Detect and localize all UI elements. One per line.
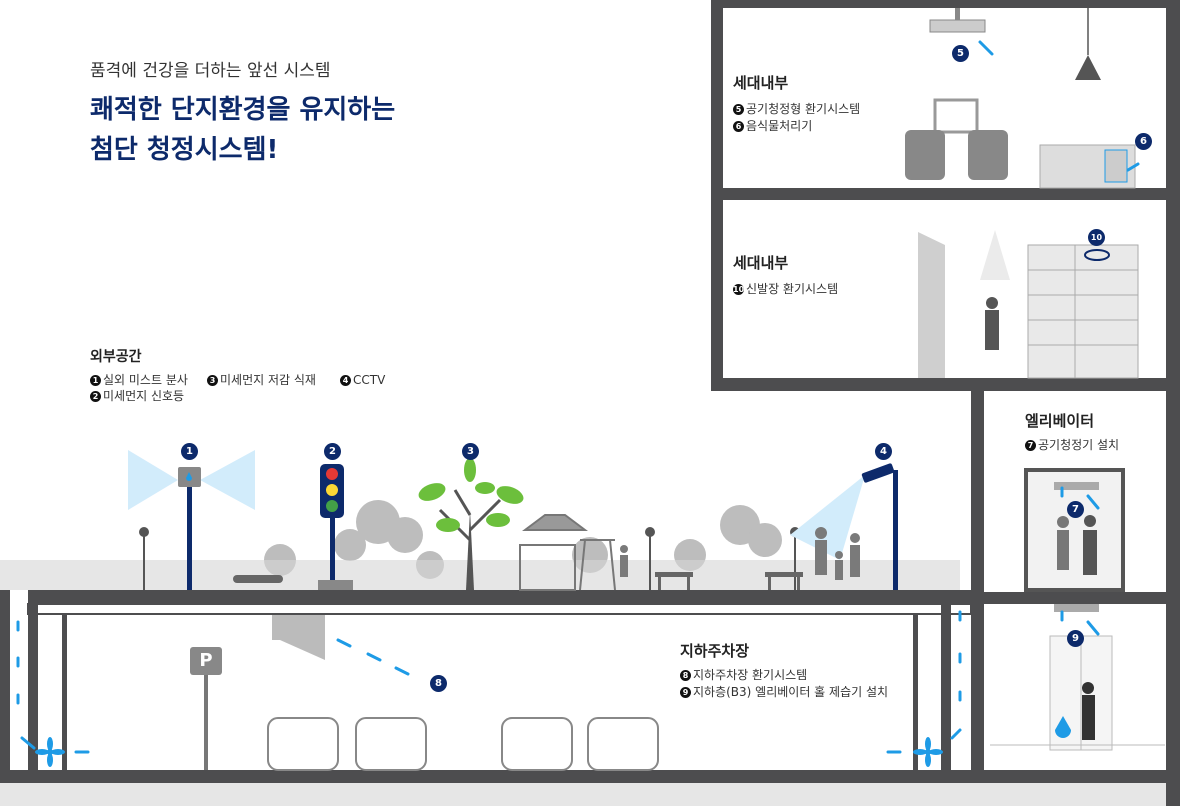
ground-band: [0, 783, 1180, 806]
cctv-pole: [790, 463, 898, 590]
marker-6: 6: [1135, 133, 1152, 150]
page-subtitle: 품격에 건강을 더하는 앞선 시스템: [90, 61, 331, 81]
parking-title: 지하주차장: [680, 642, 750, 660]
elevator-title: 엘리베이터: [1025, 412, 1095, 430]
unit-upper-title: 세대내부: [733, 74, 789, 92]
unit-lower-title: 세대내부: [733, 254, 789, 272]
parking-floor: [0, 770, 984, 783]
title-line-2: 첨단 청정시스템!: [90, 135, 279, 165]
fine-dust-traffic-light: [318, 464, 353, 590]
parking-sign: P: [199, 650, 213, 671]
marker-3: 3: [462, 443, 479, 460]
marker-9: 9: [1067, 630, 1084, 647]
marker-2: 2: [324, 443, 341, 460]
outdoor-title: 외부공간: [90, 349, 142, 365]
marker-10: 10: [1088, 229, 1105, 246]
ground-slab: [28, 590, 971, 604]
marker-8: 8: [430, 675, 447, 692]
title-line-1: 쾌적한 단지환경을 유지하는: [90, 95, 396, 125]
mist-sprayer-pole: [128, 450, 255, 590]
marker-7: 7: [1067, 501, 1084, 518]
outer-wall: [1166, 0, 1180, 806]
marker-1: 1: [181, 443, 198, 460]
marker-5: 5: [952, 45, 969, 62]
dehumidifier-icon: [1055, 716, 1071, 738]
dust-reduction-tree: [418, 458, 524, 590]
marker-4: 4: [875, 443, 892, 460]
page-title: 쾌적한 단지환경을 유지하는 첨단 청정시스템!: [90, 90, 510, 170]
